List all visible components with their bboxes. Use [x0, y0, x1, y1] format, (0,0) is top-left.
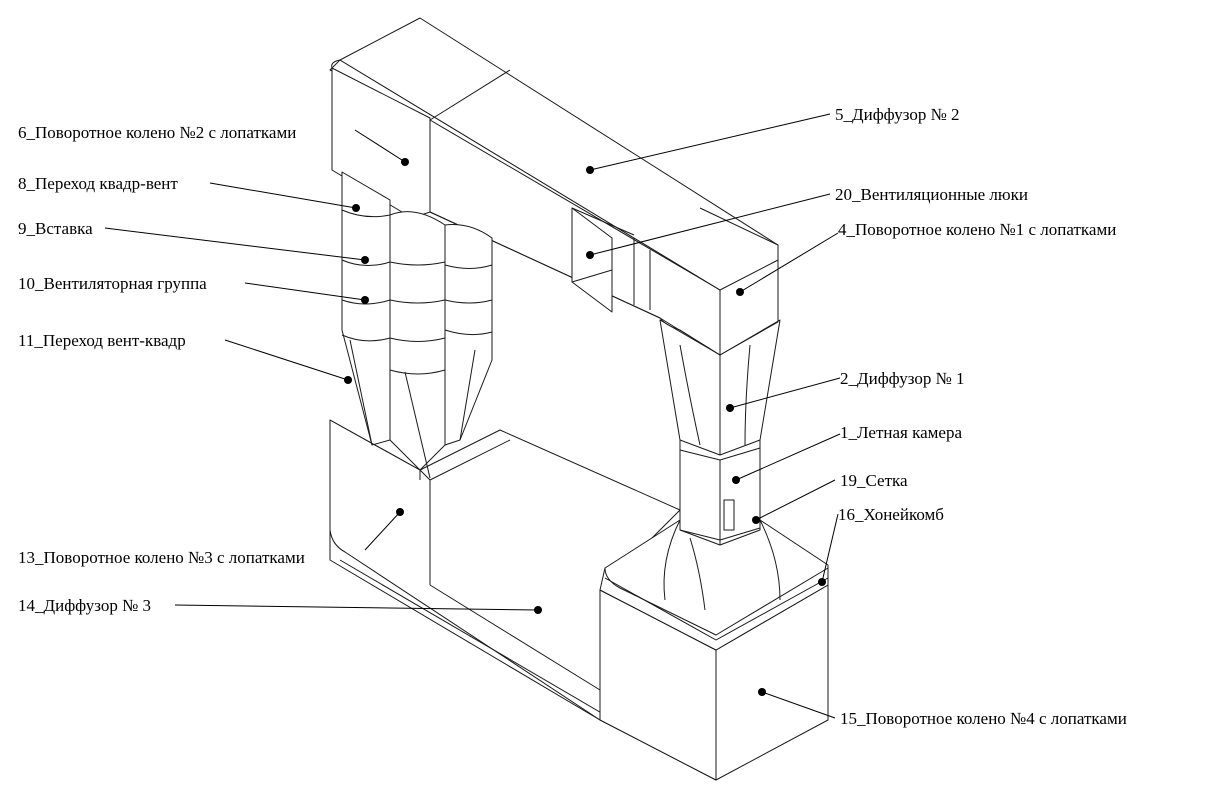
label-fan-group: 10_Вентиляторная группа: [18, 274, 207, 293]
label-transition-1: 8_Переход квадр-вент: [18, 174, 178, 193]
top-duct: [329, 17, 779, 356]
label-transition-2: 11_Переход вент-квадр: [18, 331, 186, 350]
label-diffuser-1: 2_Диффузор № 1: [840, 369, 965, 388]
label-diffuser-2: 5_Диффузор № 2: [835, 105, 960, 124]
label-vent-hatches: 20_Вентиляционные люки: [835, 185, 1028, 204]
label-corner-3: 13_Поворотное колено №3 с лопатками: [18, 548, 305, 567]
label-honeycomb: 16_Хонейкомб: [838, 505, 944, 524]
label-flight-chamber: 1_Летная камера: [840, 423, 962, 442]
anchor-dots: [344, 158, 826, 696]
leader-lines: [104, 113, 841, 719]
labels: 6_Поворотное колено №2 с лопатками 8_Пер…: [18, 105, 1127, 728]
label-corner-2: 6_Поворотное колено №2 с лопатками: [18, 123, 296, 142]
label-insert: 9_Вставка: [18, 219, 93, 238]
ventilation-hatch: [571, 207, 635, 313]
fan-group-columns: [341, 171, 493, 479]
label-diffuser-3: 14_Диффузор № 3: [18, 596, 151, 615]
corner-3-box: [329, 419, 421, 480]
test-section: [679, 439, 761, 546]
label-mesh: 19_Сетка: [840, 471, 908, 490]
label-corner-4: 15_Поворотное колено №4 с лопатками: [840, 709, 1127, 728]
label-corner-1: 4_Поворотное колено №1 с лопатками: [838, 220, 1116, 239]
